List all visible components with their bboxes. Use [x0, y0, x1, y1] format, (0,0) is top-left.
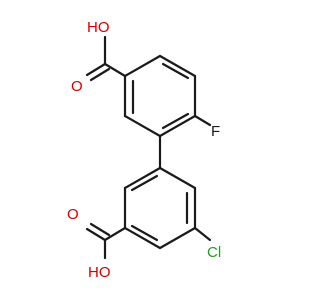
bond: [123, 166, 162, 190]
bond: [85, 227, 107, 242]
molecule-diagram: HO O F Cl O HO: [67, 19, 221, 281]
bond-inner: [130, 224, 159, 242]
atom-label-oxygen: O: [67, 206, 79, 223]
bond-inner: [130, 174, 159, 192]
bond: [123, 114, 162, 138]
bond: [103, 62, 127, 78]
atom-label-chlorine: Cl: [207, 244, 221, 261]
bond-inner: [161, 112, 190, 130]
bond: [123, 226, 162, 250]
structure-canvas: HO O F Cl O HO: [67, 19, 221, 281]
bond: [89, 222, 111, 237]
lower-carboxyl-group: O HO: [67, 206, 127, 281]
bond: [158, 166, 197, 190]
atom-label-fluorine: F: [211, 123, 220, 140]
bond: [158, 54, 197, 78]
upper-ring: [123, 54, 197, 138]
lower-ring: [123, 166, 197, 250]
atom-label-oxygen: HO: [87, 19, 110, 36]
bond: [123, 54, 162, 78]
bond: [85, 62, 107, 77]
bond: [158, 226, 197, 250]
bond-inner: [161, 62, 190, 80]
bond: [103, 226, 127, 242]
atom-label-oxygen: O: [71, 78, 83, 95]
atom-label-oxygen: HO: [88, 264, 111, 281]
upper-carboxyl-group: HO O: [71, 19, 127, 95]
bond: [193, 114, 212, 127]
bond: [193, 226, 212, 242]
bond: [89, 67, 111, 82]
bond: [158, 114, 197, 138]
fluoro-substituent: F: [193, 114, 220, 140]
chloro-substituent: Cl: [193, 226, 221, 261]
